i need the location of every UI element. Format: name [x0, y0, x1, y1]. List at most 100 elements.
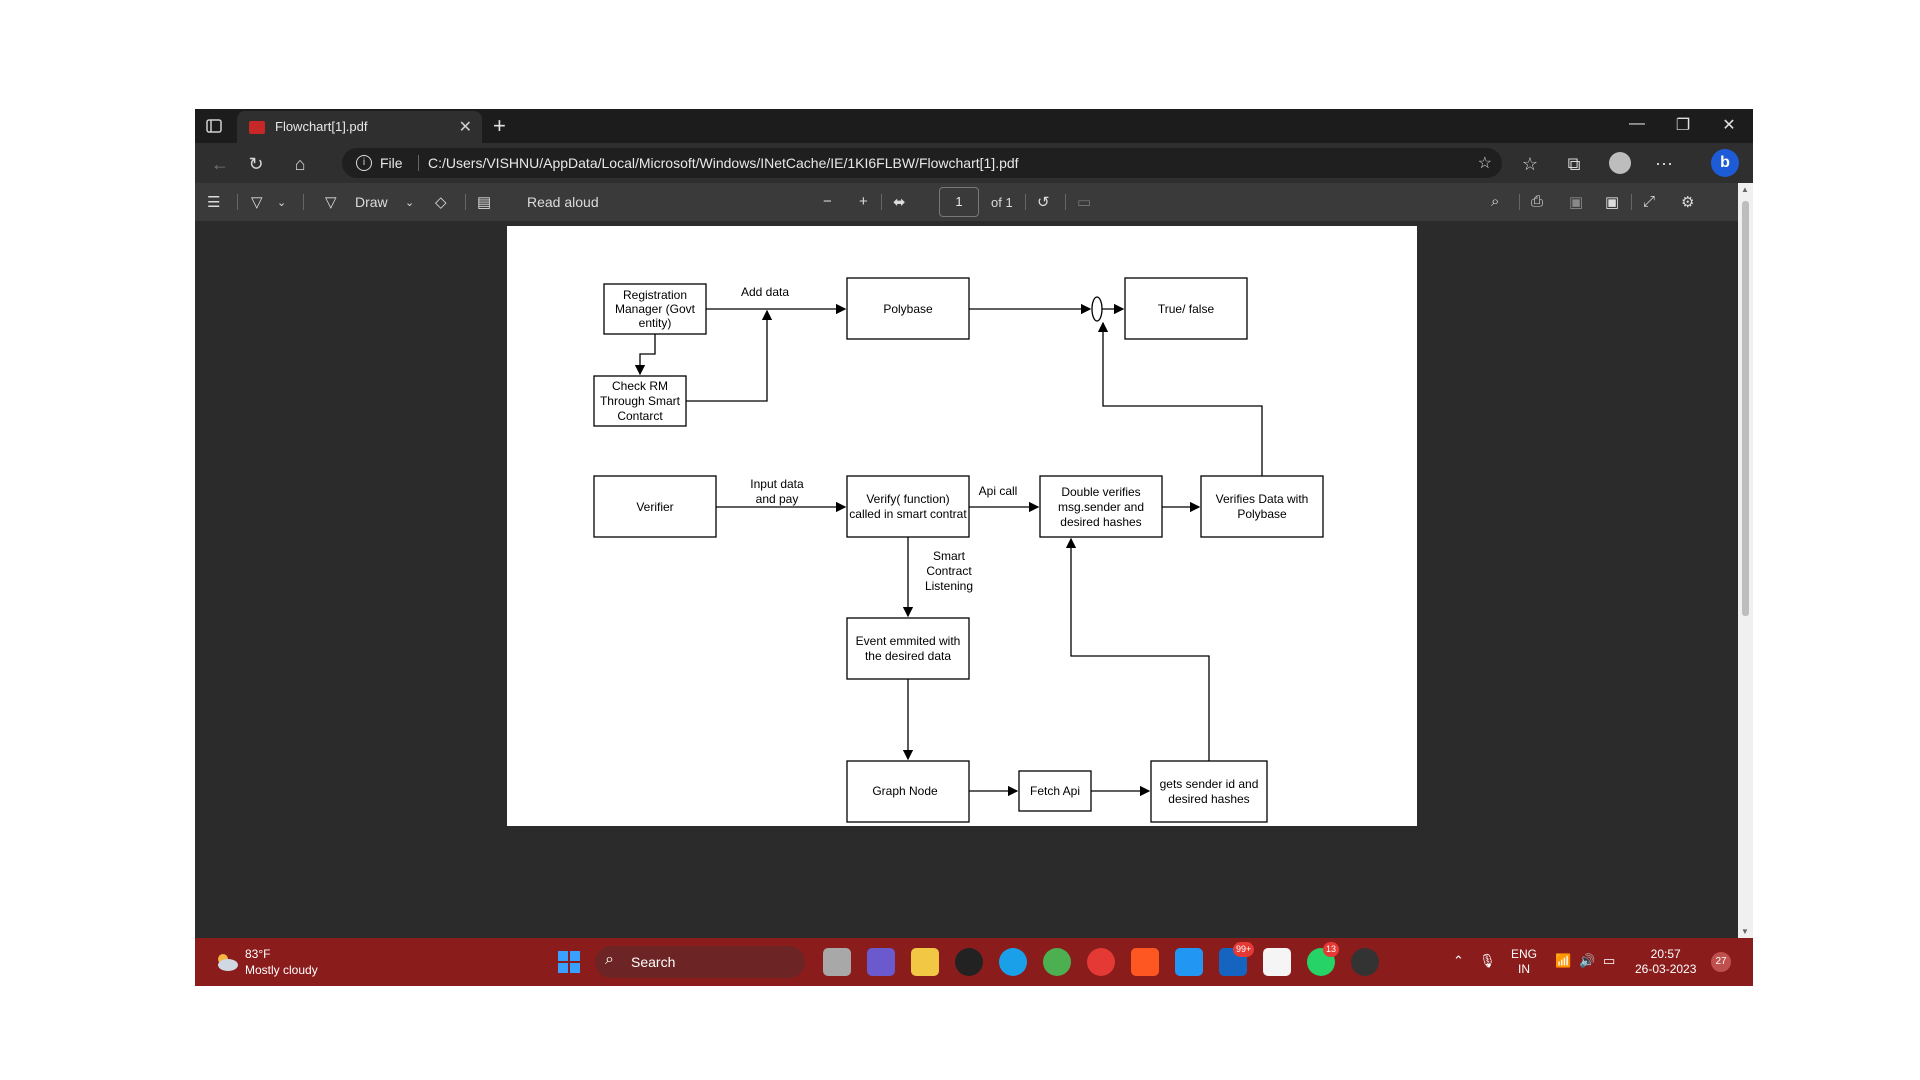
refresh-icon[interactable]: ↻ [248, 154, 264, 174]
favorites-icon[interactable]: ☆ [1521, 154, 1539, 174]
zoom-out-icon[interactable]: − [823, 193, 832, 210]
clock[interactable]: 20:57 26-03-2023 [1635, 947, 1696, 977]
scroll-up-icon[interactable]: ▲ [1741, 185, 1749, 194]
save-as-icon[interactable]: ▣ [1605, 194, 1620, 211]
rotate-icon[interactable]: ↺ [1037, 194, 1050, 211]
registration-manager-label-3: entity) [639, 316, 672, 330]
weather-widget[interactable]: 83°F Mostly cloudy [245, 946, 318, 978]
home-icon[interactable]: ⌂ [294, 154, 306, 174]
back-icon[interactable]: ← [211, 154, 229, 174]
divider [1631, 194, 1632, 210]
verifier-label: Verifier [636, 500, 673, 514]
page-view-icon[interactable]: ▭ [1077, 194, 1092, 211]
double-verifies-label-3: desired hashes [1060, 515, 1141, 529]
windows-start-icon[interactable] [555, 948, 583, 976]
verifies-data-box [1200, 475, 1324, 538]
address-scheme: File [380, 155, 403, 171]
notepad-icon[interactable] [1263, 948, 1291, 976]
new-tab-icon[interactable]: + [493, 113, 506, 138]
address-url[interactable]: C:/Users/VISHNU/AppData/Local/Microsoft/… [428, 155, 1019, 171]
taskbar-search[interactable]: ⌕ Search [595, 946, 805, 978]
tab-bar: Flowchart[1].pdf ✕ + — ❐ ✕ [195, 109, 1753, 143]
temperature: 83°F [245, 947, 271, 961]
navigation-bar: ← ↻ ⌂ i File C:/Users/VISHNU/AppData/Loc… [195, 143, 1753, 183]
contents-icon[interactable]: ☰ [207, 194, 221, 211]
close-tab-icon[interactable]: ✕ [458, 119, 472, 136]
gets-sender-box [1150, 760, 1268, 823]
fetch-api-box [1018, 770, 1092, 812]
github-icon[interactable] [1351, 948, 1379, 976]
file-explorer-icon[interactable] [911, 948, 939, 976]
polybase-box [846, 277, 970, 340]
more-options-icon[interactable]: ⋯ [1655, 154, 1673, 174]
language-indicator[interactable]: ENG IN [1511, 947, 1537, 977]
check-rm-label-2: Through Smart [600, 394, 681, 408]
brave-browser-icon[interactable] [1131, 948, 1159, 976]
address-bar[interactable]: i File C:/Users/VISHNU/AppData/Local/Mic… [342, 148, 1502, 178]
scroll-down-icon[interactable]: ▼ [1741, 927, 1749, 936]
verify-function-label-2: called in smart contrat [849, 507, 967, 521]
page-number-input[interactable]: 1 [939, 187, 979, 217]
browser-window: Flowchart[1].pdf ✕ + — ❐ ✕ ← ↻ ⌂ i File … [195, 109, 1753, 986]
app-icon[interactable] [955, 948, 983, 976]
fullscreen-icon[interactable]: ⤢ [1643, 193, 1656, 210]
highlight-icon[interactable]: ▽ [251, 194, 263, 211]
add-data-label: Add data [741, 285, 789, 299]
event-emitted-box [846, 617, 970, 680]
collections-icon[interactable]: ⧉ [1567, 154, 1581, 174]
event-emitted-label-2: the desired data [865, 649, 951, 663]
vertical-scrollbar[interactable]: ▲ ▼ [1738, 183, 1753, 938]
teams-chat-icon[interactable] [867, 948, 895, 976]
bing-chat-icon[interactable]: b [1711, 149, 1739, 177]
chrome-icon[interactable] [1043, 948, 1071, 976]
tab-flowchart-pdf[interactable]: Flowchart[1].pdf ✕ [237, 111, 482, 143]
close-window-icon[interactable]: ✕ [1722, 117, 1736, 134]
task-view-icon[interactable] [823, 948, 851, 976]
search-icon: ⌕ [605, 951, 614, 968]
divider [303, 194, 304, 210]
verifies-data-label-1: Verifies Data with [1216, 492, 1309, 506]
pdf-icon [249, 121, 265, 134]
edge-browser-icon[interactable] [999, 948, 1027, 976]
add-favorite-icon[interactable]: ☆ [1477, 155, 1492, 172]
restore-icon[interactable]: ❐ [1675, 117, 1691, 134]
profile-avatar[interactable] [1609, 152, 1631, 174]
save-icon[interactable]: ▣ [1569, 194, 1584, 211]
verify-function-label-1: Verify( function) [866, 492, 949, 506]
search-icon[interactable]: ⌕ [1491, 193, 1500, 210]
divider [465, 194, 466, 210]
zoom-in-icon[interactable]: + [859, 193, 868, 210]
scrollbar-thumb[interactable] [1742, 201, 1749, 616]
volume-icon[interactable]: 🔊 [1579, 953, 1596, 968]
vscode-icon[interactable] [1175, 948, 1203, 976]
check-rm-label-1: Check RM [612, 379, 668, 393]
print-icon[interactable]: ⎙ [1531, 193, 1544, 210]
microphone-icon[interactable]: 🎙 [1479, 953, 1496, 968]
draw-icon[interactable]: ▽ [325, 194, 337, 211]
draw-button[interactable]: Draw [355, 194, 388, 210]
eraser-icon[interactable]: ◇ [435, 194, 447, 211]
weather-cloud-icon[interactable] [213, 950, 239, 972]
time: 20:57 [1650, 947, 1681, 961]
language: ENG [1511, 947, 1538, 961]
settings-gear-icon[interactable]: ⚙ [1681, 194, 1695, 211]
minimize-icon[interactable]: — [1629, 115, 1645, 132]
read-aloud-button[interactable]: Read aloud [527, 194, 599, 210]
tab-actions-icon[interactable] [205, 117, 223, 135]
page-total: of 1 [991, 195, 1013, 210]
notification-badge[interactable]: 27 [1711, 952, 1731, 972]
battery-icon[interactable]: ▭ [1603, 953, 1616, 968]
read-aloud-icon[interactable]: ▤ [477, 194, 492, 211]
fit-page-icon[interactable]: ⬌ [893, 194, 906, 211]
chevron-down-icon[interactable]: ⌄ [277, 197, 287, 209]
arrow-check-to-add [686, 309, 773, 402]
pdf-viewer[interactable]: Registration Manager (Govt entity) Add d… [195, 221, 1738, 938]
wifi-icon[interactable]: 📶 [1555, 953, 1572, 968]
info-icon[interactable]: i [356, 155, 372, 171]
divider [418, 155, 419, 171]
chrome-profile-icon[interactable] [1087, 948, 1115, 976]
show-hidden-icons[interactable]: ⌃ [1453, 953, 1464, 968]
chevron-down-icon[interactable]: ⌄ [405, 197, 415, 209]
polybase-label: Polybase [883, 302, 933, 316]
input-data-label-1: Input data [750, 477, 804, 491]
